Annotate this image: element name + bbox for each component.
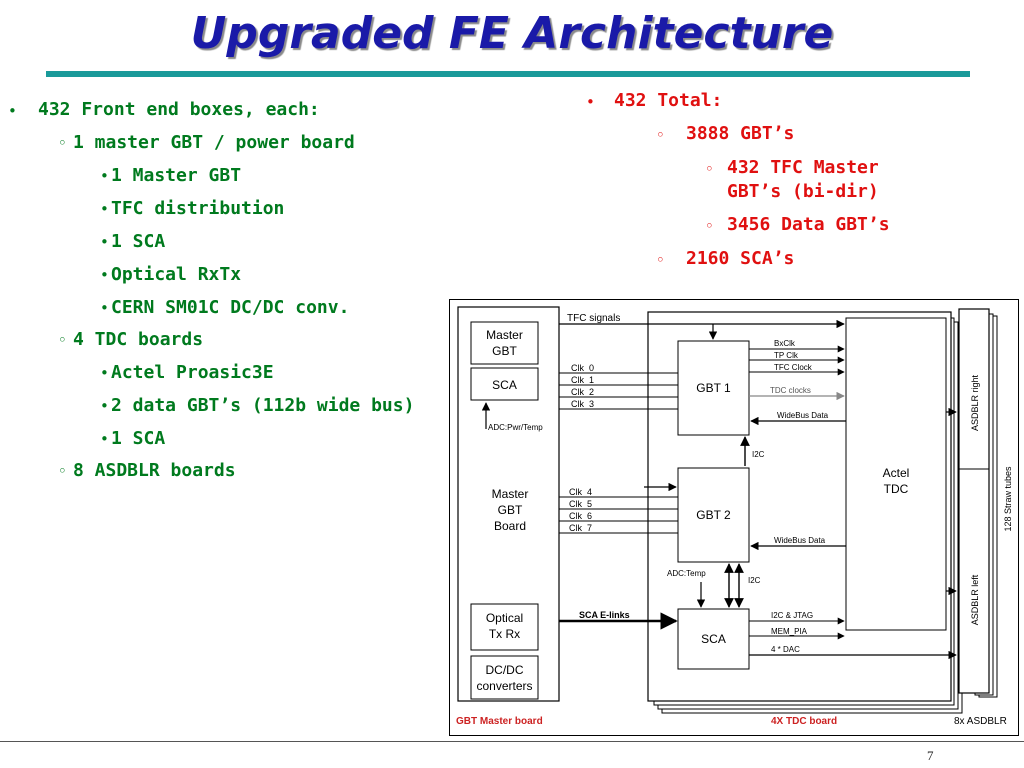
list-item: 2 data GBT’s (112b wide bus) xyxy=(111,395,415,416)
bullet-marker: • xyxy=(100,200,109,218)
list-item: TFC distribution xyxy=(111,198,285,219)
list-item: 432 TFC Master xyxy=(727,157,879,178)
asdblr-board xyxy=(958,308,990,694)
footer-rule xyxy=(0,741,1024,742)
adc-temp-label: ADC:Temp xyxy=(667,569,706,578)
asdblr-right-label: ASDBLR right xyxy=(970,374,980,431)
sca-tdc-block xyxy=(677,608,750,670)
fe-architecture-diagram: Master GBT SCA ADC:Pwr/Temp Master GBT B… xyxy=(449,299,1019,736)
asdblr-left-label: ASDBLR left xyxy=(970,574,980,625)
bullet-marker: • xyxy=(8,102,17,120)
optical-label-line2: Tx Rx xyxy=(489,627,520,641)
dcdc-label-line2: converters xyxy=(476,679,532,693)
slide-title: Upgraded FE Architecture xyxy=(190,8,834,59)
master-gbt-label-line1: Master xyxy=(486,328,523,342)
sca-block xyxy=(470,367,539,401)
list-item: Actel Proasic3E xyxy=(111,362,274,383)
title-underline xyxy=(46,71,970,77)
tfc-clock-label: TFC Clock xyxy=(774,363,813,372)
bullet-marker: ◦ xyxy=(705,217,714,235)
clk6-label: Clk_6 xyxy=(569,511,592,521)
bullet-marker: • xyxy=(100,299,109,317)
gbt1-label: GBT 1 xyxy=(696,381,731,395)
list-item: 1 SCA xyxy=(111,428,166,449)
clk7-label: Clk_7 xyxy=(569,523,592,533)
bullet-marker: • xyxy=(100,266,109,284)
list-item: 3888 GBT’s xyxy=(686,123,795,144)
bullet-marker: ◦ xyxy=(705,160,714,178)
tdc-clocks-label: TDC clocks xyxy=(770,386,811,395)
straw-tubes-label: 128 Straw tubes xyxy=(1003,466,1013,532)
list-item: Optical RxTx xyxy=(111,264,242,285)
list-item: CERN SM01C DC/DC conv. xyxy=(111,297,350,318)
tdc-board-caption: 4X TDC board xyxy=(771,716,837,727)
tfc-signals-label: TFC signals xyxy=(567,313,620,324)
list-item: 1 SCA xyxy=(111,231,166,252)
widebus-data-2-label: WideBus Data xyxy=(774,536,826,545)
master-gbt-board-label-line2: GBT xyxy=(498,503,523,517)
bullet-marker: • xyxy=(100,233,109,251)
adc-pwr-temp-label: ADC:Pwr/Temp xyxy=(488,423,543,432)
bullet-marker: • xyxy=(586,93,595,111)
dcdc-label-line1: DC/DC xyxy=(486,663,524,677)
actel-tdc-block xyxy=(845,317,947,631)
bullet-marker: ◦ xyxy=(58,331,67,349)
list-item: 2160 SCA’s xyxy=(686,248,795,269)
bullet-marker: • xyxy=(100,430,109,448)
bullet-marker: ◦ xyxy=(656,251,665,269)
i2c-1-label: I2C xyxy=(752,450,765,459)
gbt-master-board-caption: GBT Master board xyxy=(456,716,543,727)
optical-label-line1: Optical xyxy=(486,611,523,625)
master-gbt-label-line2: GBT xyxy=(492,344,517,358)
clk3-label: Clk_3 xyxy=(571,399,594,409)
master-gbt-board-label-line1: Master xyxy=(492,487,529,501)
gbt2-block xyxy=(677,467,750,563)
list-item: 1 master GBT / power board xyxy=(73,132,355,153)
bullet-marker: ◦ xyxy=(58,134,67,152)
actel-label-line2: TDC xyxy=(884,482,909,496)
sca-tdc-label: SCA xyxy=(701,632,726,646)
widebus-data-1-label: WideBus Data xyxy=(777,411,829,420)
i2c-2-label: I2C xyxy=(748,576,761,585)
dac-label: 4 * DAC xyxy=(771,645,800,654)
list-item: 3456 Data GBT’s xyxy=(727,214,890,235)
list-item: 432 Total: xyxy=(614,90,723,111)
master-gbt-board-label-line3: Board xyxy=(494,519,526,533)
bxclk-label: BxClk xyxy=(774,339,796,348)
bullet-marker: • xyxy=(100,397,109,415)
list-item: 4 TDC boards xyxy=(73,329,204,350)
actel-label-line1: Actel xyxy=(883,466,910,480)
asdblr-caption: 8x ASDBLR xyxy=(954,716,1007,727)
dcdc-block xyxy=(470,655,539,700)
clk5-label: Clk_5 xyxy=(569,499,592,509)
bullet-marker: • xyxy=(100,364,109,382)
list-item: 432 Front end boxes, each: xyxy=(38,99,320,120)
clk2-label: Clk_2 xyxy=(571,387,594,397)
optical-txrx-block xyxy=(470,603,539,651)
master-gbt-block xyxy=(470,321,539,365)
clk1-label: Clk_1 xyxy=(571,375,594,385)
list-item: 8 ASDBLR boards xyxy=(73,460,236,481)
sca-label: SCA xyxy=(492,378,517,392)
bullet-marker: ◦ xyxy=(58,462,67,480)
gbt2-label: GBT 2 xyxy=(696,508,731,522)
list-item: 1 Master GBT xyxy=(111,165,242,186)
page-number: 7 xyxy=(927,748,934,763)
bullet-marker: • xyxy=(100,167,109,185)
clk0-label: Clk_0 xyxy=(571,363,594,373)
i2c-jtag-label: I2C & JTAG xyxy=(771,611,813,620)
mem-pia-label: MEM_PIA xyxy=(771,627,808,636)
gbt1-block xyxy=(677,340,750,436)
tp-clk-label: TP Clk xyxy=(774,351,799,360)
sca-elinks-label: SCA E-links xyxy=(579,610,630,620)
list-item-continuation: GBT’s (bi-dir) xyxy=(727,181,879,202)
clk4-label: Clk_4 xyxy=(569,487,592,497)
bullet-marker: ◦ xyxy=(656,126,665,144)
